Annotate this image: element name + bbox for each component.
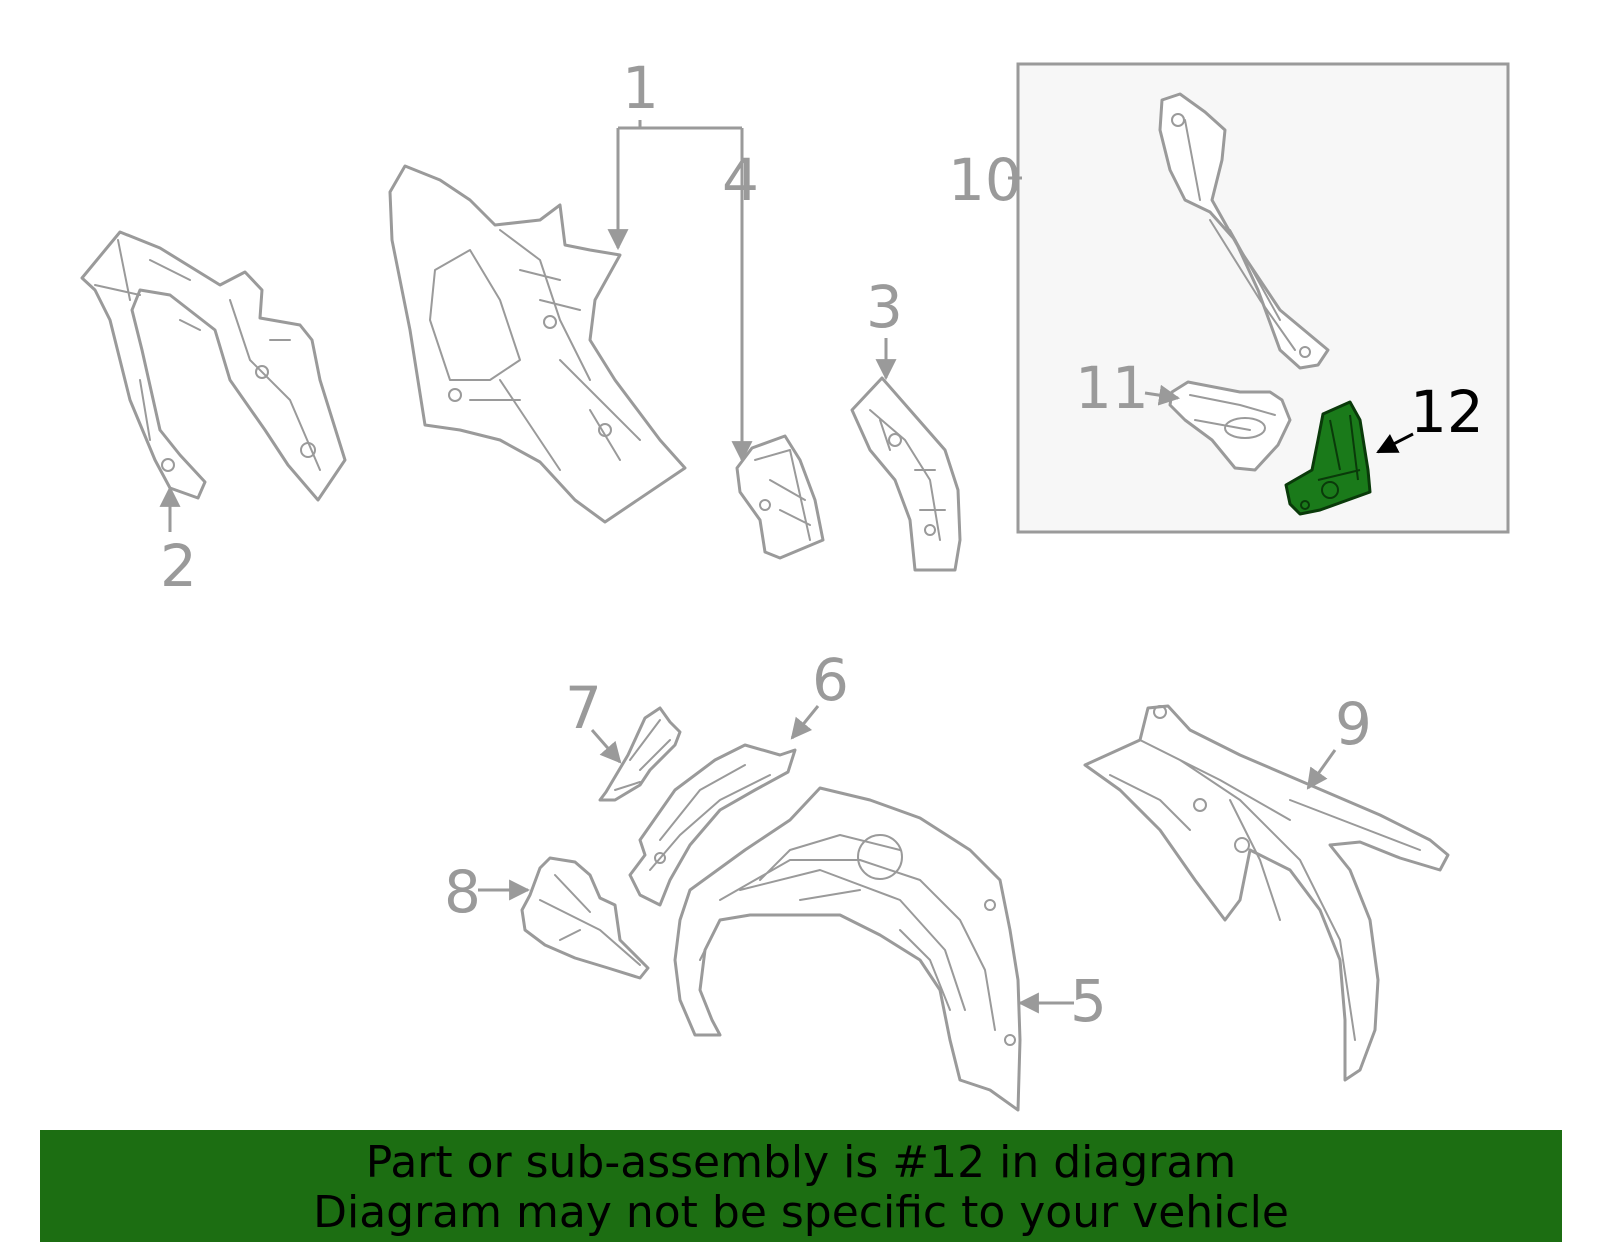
part-4[interactable]	[735, 434, 825, 560]
part-5[interactable]	[673, 786, 1022, 1112]
callout-8: 8	[444, 858, 481, 926]
callout-3: 3	[866, 273, 903, 341]
callout-1: 1	[622, 54, 659, 122]
part-7[interactable]	[598, 706, 682, 802]
info-banner: Part or sub-assembly is #12 in diagram D…	[40, 1130, 1562, 1242]
callout-2: 2	[160, 532, 197, 600]
part-11[interactable]	[1168, 380, 1292, 472]
callout-9: 9	[1335, 690, 1372, 758]
part-9[interactable]	[1083, 704, 1450, 1082]
callout-labels: 1 2 3 4 5 6 7 8 9 10 11 12	[160, 54, 1484, 1035]
part-6[interactable]	[628, 743, 797, 907]
part-12-highlighted[interactable]	[1284, 400, 1372, 516]
part-8[interactable]	[520, 856, 650, 980]
callout-11: 11	[1075, 354, 1149, 422]
callout-5: 5	[1070, 967, 1107, 1035]
banner-line-part: Part or sub-assembly is #12 in diagram	[365, 1137, 1237, 1188]
callout-10: 10	[948, 146, 1022, 214]
callout-4: 4	[722, 146, 759, 214]
part-10[interactable]	[1158, 92, 1330, 370]
callout-12-highlighted: 12	[1410, 378, 1484, 446]
part-3[interactable]	[850, 376, 962, 572]
callout-7: 7	[565, 674, 602, 742]
callout-6: 6	[812, 646, 849, 714]
leader-lines	[159, 120, 1414, 1014]
banner-line-disclaimer: Diagram may not be specific to your vehi…	[313, 1187, 1289, 1238]
part-2[interactable]	[80, 230, 347, 502]
part-1[interactable]	[388, 164, 687, 524]
